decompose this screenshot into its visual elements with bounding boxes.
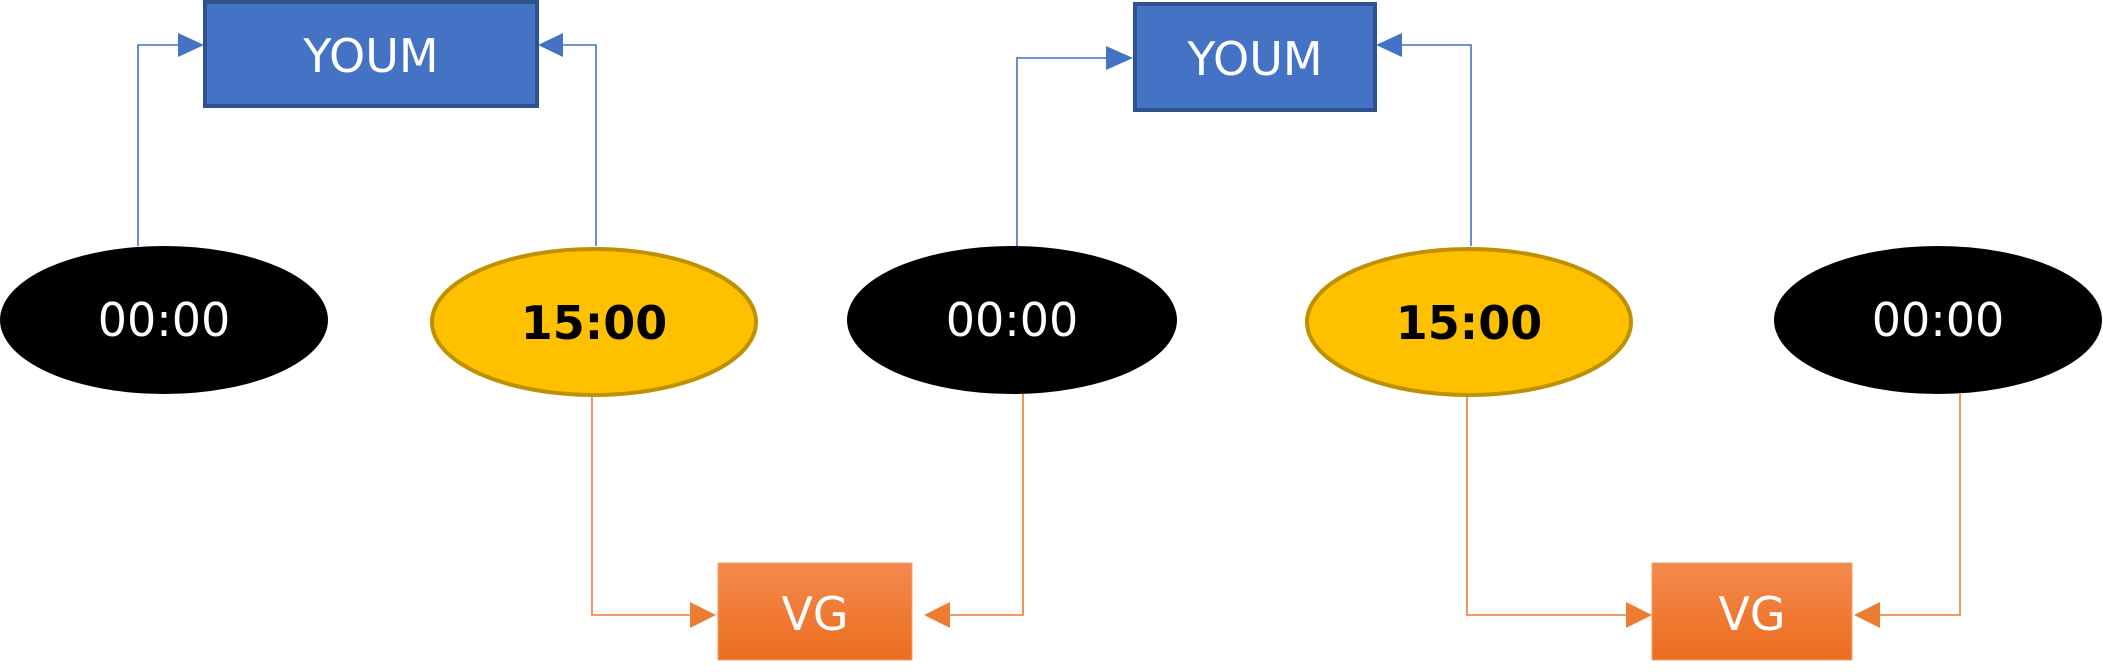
orange-connector-2 <box>924 394 1024 628</box>
time-node-label: 00:00 <box>946 293 1079 347</box>
orange-connector-1 <box>591 396 716 628</box>
youm-box-label: YOUM <box>302 29 438 83</box>
time-node-4: 15:00 <box>1305 247 1633 397</box>
vg-box-2: VG <box>1651 562 1853 661</box>
youm-box-label: YOUM <box>1186 32 1322 86</box>
vg-box-label: VG <box>781 587 848 641</box>
blue-connector-1 <box>137 33 204 246</box>
time-node-label: 00:00 <box>98 293 231 347</box>
youm-box-1: YOUM <box>203 0 539 108</box>
youm-box-2: YOUM <box>1133 2 1377 112</box>
orange-connector-3 <box>1466 396 1652 628</box>
vg-box-1: VG <box>717 562 913 661</box>
time-node-label: 15:00 <box>1396 296 1542 350</box>
blue-connector-2 <box>538 33 597 246</box>
time-node-label: 00:00 <box>1872 293 2005 347</box>
blue-connector-3 <box>1016 46 1133 246</box>
blue-connector-4 <box>1376 33 1472 246</box>
vg-box-label: VG <box>1718 587 1785 641</box>
time-node-5: 00:00 <box>1774 246 2102 394</box>
time-node-3: 00:00 <box>847 246 1177 394</box>
orange-connector-4 <box>1854 394 1961 628</box>
time-node-2: 15:00 <box>430 247 758 397</box>
time-node-label: 15:00 <box>521 296 667 350</box>
time-node-1: 00:00 <box>0 246 328 394</box>
